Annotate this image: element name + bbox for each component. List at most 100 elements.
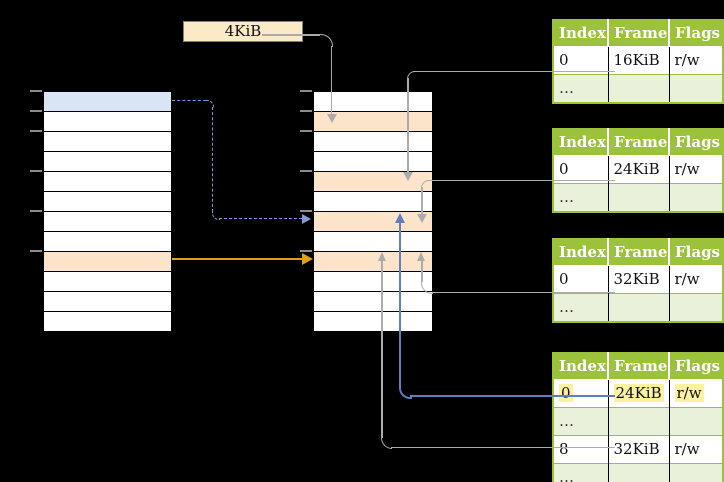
cell-flags: r/w [669,155,723,184]
col-header-index: Index [553,20,609,47]
table32-connector-line [421,261,423,282]
size-label-connector-line [262,34,320,36]
memory-row-white [314,232,432,252]
table-header-row: Index Frame Flags [553,353,723,380]
table-row-ellipsis: … [553,463,723,482]
arrow-down-icon [416,214,427,223]
level2-entry0-connector-line [399,223,401,386]
col-header-frame: Frame [608,129,670,156]
cell-frame: 24KiB [608,379,670,408]
page-size-text: 4KiB [224,22,262,40]
memory-row-white [44,212,171,232]
level2-entry8-connector-line [391,446,615,448]
cell-frame: 32KiB [608,265,670,294]
memory-row-white [44,112,171,132]
cell-index: 0 [553,46,609,75]
page-table-32kib: Index Frame Flags 0 32KiB r/w … [552,238,724,323]
page-table-level2: Index Frame Flags 0 24KiB r/w … 8 32KiB … [552,352,724,482]
memory-row-orange [44,252,171,272]
cell-frame: 24KiB [608,155,670,184]
address-tick [300,90,312,92]
table-row: 8 32KiB r/w [553,435,723,464]
address-tick [300,110,312,112]
memory-row-white [44,232,171,252]
memory-row-white [44,312,171,331]
cell-index: … [553,74,609,103]
table-row-ellipsis: … [553,293,723,322]
blue-page-mapping-line [172,100,206,101]
memory-row-white [314,132,432,152]
address-tick [30,210,42,212]
cell-flags: r/w [669,265,723,294]
cell-frame [608,463,670,482]
memory-row-orange [314,252,432,272]
cell-frame: 32KiB [608,435,670,464]
col-header-frame: Frame [608,239,670,266]
address-tick [300,250,312,252]
highlight: 24KiB [613,384,664,402]
table16-connector-line [407,78,409,172]
table24-connector-curve [421,179,430,189]
col-header-index: Index [553,129,609,156]
table-header-row: Index Frame Flags [553,129,723,156]
cell-index: … [553,407,609,436]
memory-row-white [314,152,432,172]
table16-connector-line [413,70,615,72]
table24-connector-line [421,187,423,214]
size-label-connector-line [330,45,332,115]
highlight: r/w [674,384,704,402]
memory-row-white [44,272,171,292]
page-table-16kib: Index Frame Flags 0 16KiB r/w … [552,19,724,104]
blue-page-mapping-curve [206,100,214,108]
col-header-flags: Flags [669,239,723,266]
cell-frame [608,407,670,436]
page-table-24kib: Index Frame Flags 0 24KiB r/w … [552,128,724,213]
address-tick [30,250,42,252]
memory-row-orange [314,212,432,232]
col-header-flags: Flags [669,353,723,380]
cell-frame [608,74,670,103]
cell-flags [669,407,723,436]
memory-row-white [314,92,432,112]
level2-entry8-connector-line [381,261,383,438]
highlight: 0 [559,384,573,402]
arrow-down-icon [327,114,337,123]
arrow-down-icon [402,172,413,181]
cell-flags: r/w [669,379,723,408]
memory-row-white [44,192,171,212]
address-tick [30,90,42,92]
memory-row-white [44,172,171,192]
cell-frame: 16KiB [608,46,670,75]
physical-memory-column [313,91,433,332]
page-table: Index Frame Flags 0 24KiB r/w … 8 32KiB … [552,352,724,482]
blue-page-mapping-line [218,217,302,219]
table-row-highlighted: 0 24KiB r/w [553,379,723,408]
cell-frame [608,293,670,322]
memory-row-white [314,272,432,292]
address-tick [30,170,42,172]
table-row: 0 32KiB r/w [553,265,723,294]
arrow-up-icon [394,213,405,223]
table32-connector-line [431,291,615,293]
page-table: Index Frame Flags 0 16KiB r/w … [552,19,724,104]
address-tick [300,170,312,172]
cell-flags [669,293,723,322]
cell-index: … [553,293,609,322]
level2-entry0-connector-line [409,394,615,397]
memory-row-white [44,132,171,152]
table24-connector-line [427,179,615,181]
cell-index: 0 [553,379,609,408]
page-table: Index Frame Flags 0 24KiB r/w … [552,128,724,213]
memory-row-white [314,312,432,331]
cell-index: 8 [553,435,609,464]
memory-row-orange [314,172,432,192]
address-tick [30,130,42,132]
col-header-flags: Flags [669,129,723,156]
cell-flags [669,183,723,212]
blue-page-mapping-curve [211,212,220,220]
arrow-up-icon [416,252,425,261]
table-row: 0 16KiB r/w [553,46,723,75]
address-tick [300,210,312,212]
cell-flags [669,463,723,482]
page-table: Index Frame Flags 0 32KiB r/w … [552,238,724,323]
